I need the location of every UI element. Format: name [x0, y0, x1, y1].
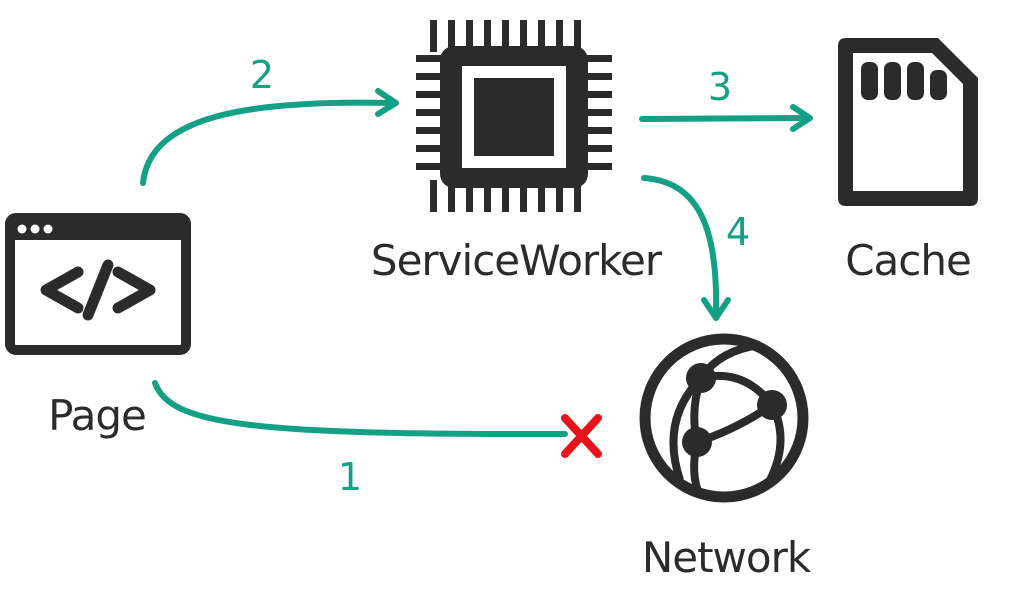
arrow-4-head — [701, 297, 731, 321]
arrow-service-worker-to-cache — [639, 115, 811, 122]
step-1-label: 1 — [338, 455, 362, 499]
step-2-label: 2 — [250, 53, 274, 97]
red-x-icon — [561, 414, 602, 458]
arrow-page-to-network — [152, 380, 568, 438]
arrow-2-head — [375, 88, 399, 117]
cache-label: Cache — [845, 236, 971, 285]
browser-code-icon — [5, 213, 191, 355]
page-label: Page — [48, 391, 146, 440]
arrow-page-to-service-worker — [140, 99, 395, 186]
sd-card-icon — [838, 38, 978, 206]
globe-network-icon — [639, 333, 809, 503]
arrow-service-worker-to-network — [641, 175, 720, 318]
cpu-chip-icon — [416, 20, 612, 212]
step-4-label: 4 — [726, 210, 750, 254]
arrow-3-head — [790, 104, 813, 132]
step-3-label: 3 — [708, 65, 732, 109]
service-worker-label: ServiceWorker — [371, 236, 663, 285]
network-label: Network — [642, 533, 812, 582]
